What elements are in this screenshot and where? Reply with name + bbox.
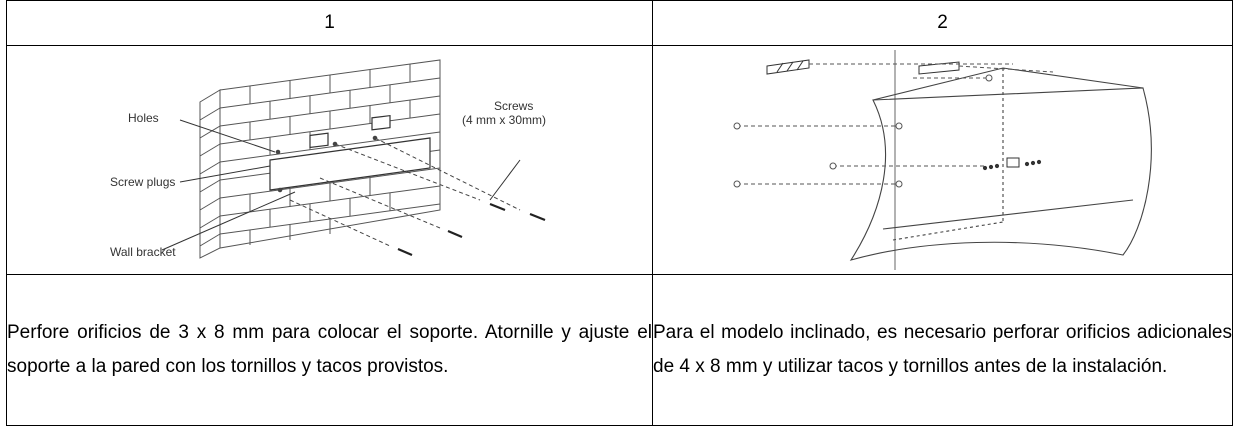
top-mounting-bracket [766, 59, 959, 75]
step-1-instruction-text: Perfore orificios de 3 x 8 mm para coloc… [7, 322, 652, 377]
drill-lines [736, 63, 1053, 185]
wall-bracket-plate [268, 114, 431, 191]
screw-plugs-label: Screw plugs [110, 175, 175, 189]
step-number-row: 1 2 [6, 0, 1233, 46]
holes-label: Holes [128, 111, 159, 125]
wall-bracket-illustration: Holes Screw plugs Wall bracket Screws (4… [110, 59, 546, 259]
step-2-figure-cell [652, 45, 1233, 275]
screws-size-label: (4 mm x 30mm) [462, 113, 546, 127]
step-2-instruction-cell: Para el modelo inclinado, es necesario p… [652, 274, 1233, 426]
installation-steps-table: 1 2 [6, 0, 1233, 426]
screws-title-label: Screws [494, 99, 533, 113]
control-panel [982, 157, 1041, 171]
hood-body [849, 67, 1152, 261]
drill-points [733, 74, 992, 188]
wall-bracket-label: Wall bracket [110, 245, 176, 259]
figure-row: Holes Screw plugs Wall bracket Screws (4… [6, 45, 1233, 275]
inclined-hood-illustration [733, 50, 1152, 270]
screw-icons [397, 202, 545, 257]
step-2-number: 2 [652, 0, 1233, 46]
step-1-instruction-cell: Perfore orificios de 3 x 8 mm para coloc… [6, 274, 653, 426]
brick-wall [199, 59, 440, 259]
screw-paths [275, 135, 520, 247]
step-2-instruction-text: Para el modelo inclinado, es necesario p… [653, 322, 1232, 377]
step-1-number: 1 [6, 0, 653, 46]
step-1-figure-cell: Holes Screw plugs Wall bracket Screws (4… [6, 45, 653, 275]
instruction-text-row: Perfore orificios de 3 x 8 mm para coloc… [6, 274, 1233, 426]
callout-lines [161, 119, 520, 251]
